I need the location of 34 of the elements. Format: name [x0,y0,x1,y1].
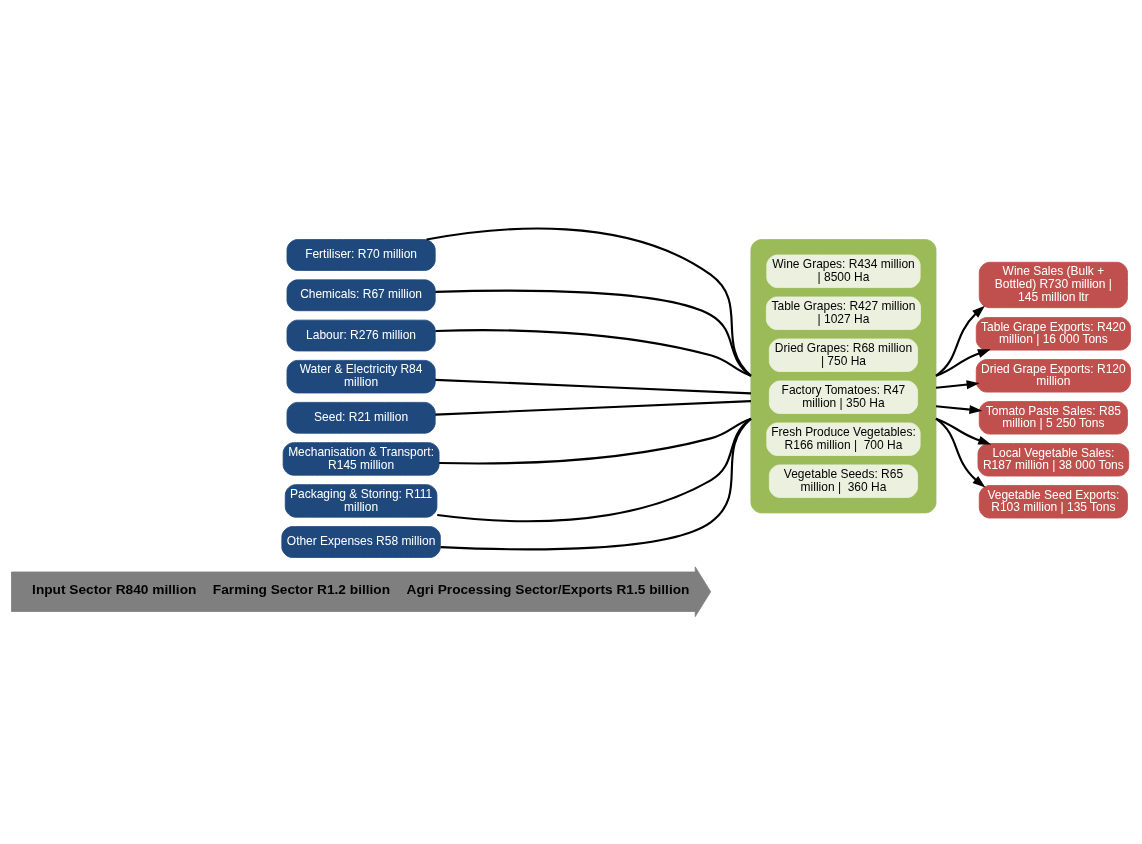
node-box: Seed: R21 million [286,401,436,434]
node-box: Wine Sales (Bulk + Bottled) R730 million | 145 million ltr [978,261,1128,308]
connector [437,417,752,522]
node-box: Table Grapes: R427 million | 1027 Ha [765,296,921,330]
connector [435,399,751,416]
arrow [935,404,983,414]
arrow [935,379,980,389]
node-box: Other Expenses R58 million [281,525,441,558]
node-box: Vegetable Seeds: R65 million | 360 Ha [768,464,918,498]
cluster [750,238,937,513]
arrow [935,348,991,377]
connector [440,417,752,550]
node-box: Wine Grapes: R434 million | 8500 Ha [766,254,921,288]
node-box: Mechanisation & Transport: R145 million [282,441,440,476]
node-box: Packaging & Storing: R111 million [284,483,438,518]
connector [435,328,752,377]
connector [426,227,752,377]
node-box: Fertiliser: R70 million [286,238,436,271]
connector [439,417,752,464]
arrow [935,417,986,487]
node-box: Vegetable Seed Exports: R103 million | 135 Tons [978,484,1128,518]
arrow [935,305,985,377]
node-box: Chemicals: R67 million [286,278,436,311]
node-box: Fresh Produce Vegetables: R166 million | 700 Ha [766,422,921,456]
node-box: Table Grape Exports: R420 million | 16 000 Tons [975,316,1131,351]
node-box: Water & Electricity R84 million [286,359,436,393]
node-box: Local Vegetable Sales: R187 million | 38 000 Tons [977,442,1130,476]
node-box: Factory Tomatoes: R47 million | 350 Ha [768,380,918,414]
node-box: Dried Grape Exports: R120 million [975,358,1131,393]
node-box: Labour: R276 million [286,319,436,351]
connector [435,378,751,394]
connector [435,289,752,377]
node-box: Dried Grapes: R68 million | 750 Ha [768,338,918,372]
node-box: Tomato Paste Sales: R85 million | 5 250 Tons [978,400,1128,434]
